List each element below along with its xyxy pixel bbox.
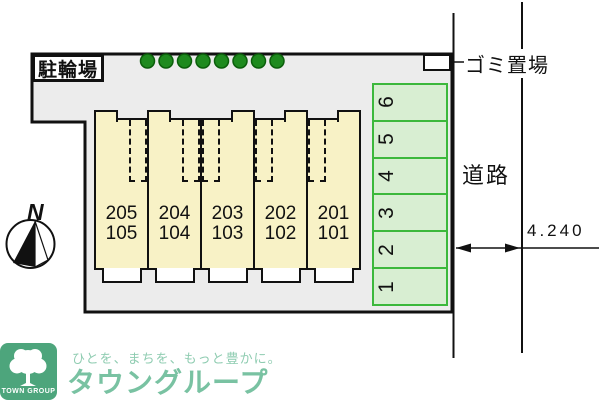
tree-icon bbox=[195, 53, 211, 69]
tree-icon bbox=[176, 53, 193, 69]
unit-roof-tab bbox=[284, 110, 308, 122]
parking-space: 6 bbox=[372, 83, 448, 122]
tree-icon bbox=[213, 53, 230, 69]
tree-logo-icon: TOWN GROUP bbox=[2, 349, 56, 395]
entrance-porch bbox=[260, 268, 301, 283]
parking-space-number: 4 bbox=[375, 170, 398, 182]
stairwell-dashed-outline bbox=[308, 120, 326, 182]
entrance-porch bbox=[154, 268, 195, 283]
entrance-porch bbox=[207, 268, 248, 283]
parking-space: 1 bbox=[372, 267, 448, 306]
compass-icon bbox=[5, 219, 56, 269]
entrance-porch bbox=[313, 268, 354, 283]
town-group-logo: TOWN GROUP bbox=[0, 343, 57, 400]
brand-name: タウングループ bbox=[67, 367, 269, 398]
road-width-dimension: 4.240 bbox=[527, 221, 585, 240]
brand-tagline: ひとを、まちを、もっと豊かに。 bbox=[72, 351, 282, 366]
tree-icon bbox=[139, 53, 156, 69]
parking-space: 3 bbox=[372, 193, 448, 233]
compass-north-label: N bbox=[27, 199, 44, 225]
tree-icon bbox=[232, 53, 248, 69]
parking-space-number: 1 bbox=[375, 280, 398, 293]
logo-text: TOWN GROUP bbox=[2, 388, 56, 395]
parking-space-number: 2 bbox=[375, 243, 398, 256]
trees-row bbox=[139, 53, 285, 69]
garbage-station-box bbox=[423, 54, 451, 71]
stairwell-dashed-outline bbox=[255, 120, 273, 182]
bicycle-parking-label: 駐輪場 bbox=[32, 54, 104, 82]
parking-space-number: 5 bbox=[375, 133, 398, 146]
road-label: 道路 bbox=[462, 163, 511, 188]
stairwell-dashed-outline bbox=[129, 120, 147, 182]
unit-roof-tab bbox=[337, 110, 361, 122]
unit-roof-tab bbox=[231, 110, 255, 122]
tree-icon bbox=[158, 53, 174, 69]
parking-space: 5 bbox=[372, 119, 448, 159]
dimension-arrow bbox=[456, 243, 599, 253]
tree-icon bbox=[269, 53, 285, 69]
stairwell-dashed-outline bbox=[202, 120, 220, 182]
unit-roof-tab bbox=[94, 110, 118, 122]
parking-space-number: 6 bbox=[375, 96, 398, 109]
parking-area: 6 5 4 3 2 1 bbox=[372, 83, 448, 306]
parking-space: 2 bbox=[372, 230, 448, 270]
entrance-porch bbox=[101, 268, 142, 283]
tree-icon bbox=[250, 53, 267, 69]
parking-space-number: 3 bbox=[375, 207, 398, 219]
parking-space: 4 bbox=[372, 156, 448, 196]
stairwell-dashed-outline bbox=[182, 120, 200, 182]
garbage-station-label: ゴミ置場 bbox=[464, 49, 550, 78]
unit-roof-tab bbox=[147, 110, 171, 122]
